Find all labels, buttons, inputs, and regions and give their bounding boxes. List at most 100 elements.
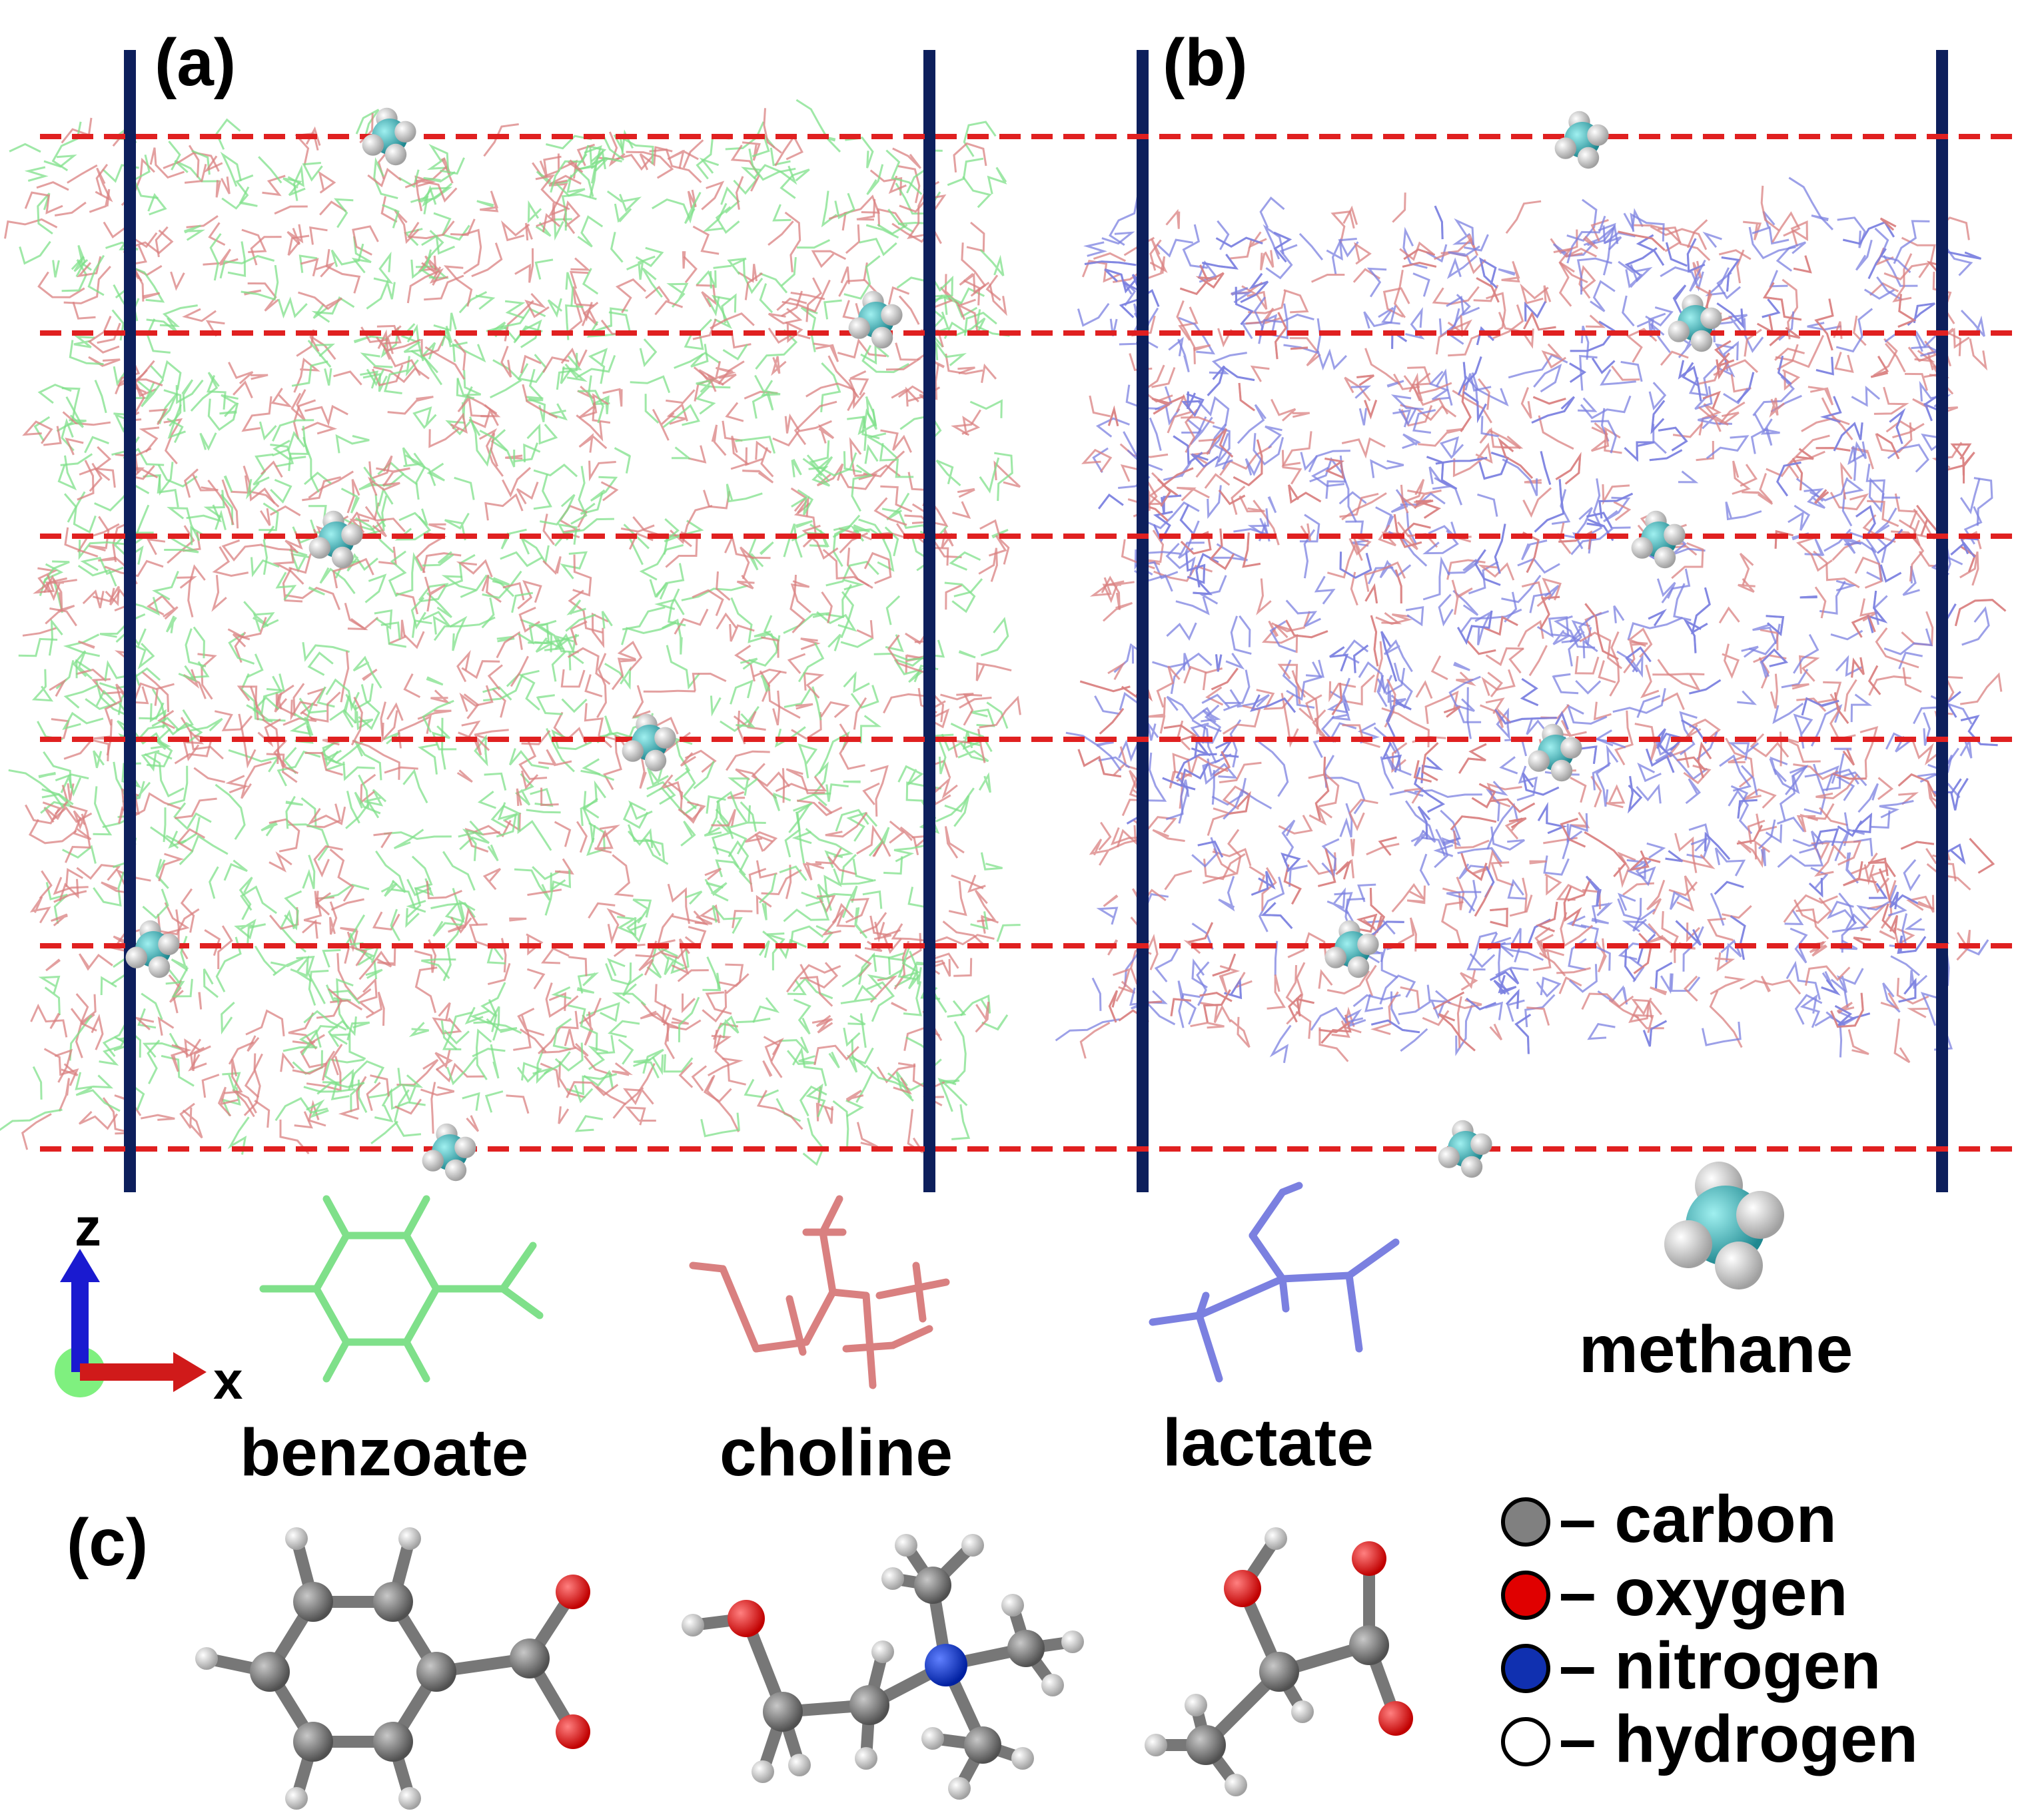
molecule-fragment (1781, 669, 1809, 689)
molecule-fragment (820, 701, 850, 719)
atom-legend: – carbon – oxygen – nitrogen – hydrogen (1501, 1482, 1918, 1776)
molecule-fragment (292, 519, 318, 544)
molecule-fragment (767, 220, 794, 246)
molecule-fragment (445, 418, 481, 436)
molecule-fragment (756, 860, 777, 879)
molecule-fragment (274, 205, 308, 215)
molecule-fragment (1625, 646, 1652, 673)
molecule-fragment (95, 167, 113, 202)
molecule-fragment (141, 992, 163, 1020)
molecule-fragment (519, 536, 550, 565)
molecule-fragment (1177, 486, 1210, 502)
molecule-fragment (1107, 405, 1119, 427)
molecule-fragment (1318, 1027, 1349, 1062)
molecule-fragment (1432, 477, 1453, 490)
molecule-fragment (692, 589, 724, 616)
molecule-fragment (843, 579, 865, 591)
molecule-fragment (626, 151, 674, 179)
molecule-fragment (901, 946, 921, 978)
molecule-fragment (36, 181, 69, 191)
molecule-fragment (1261, 867, 1277, 911)
molecule-fragment (1686, 238, 1706, 273)
molecule-fragment (1229, 791, 1251, 815)
molecule-fragment (456, 649, 471, 683)
molecule-fragment (813, 342, 839, 362)
molecule-fragment (1438, 1013, 1476, 1052)
molecule-fragment (1506, 988, 1520, 1009)
molecule-fragment (316, 1081, 365, 1095)
molecule-fragment (303, 1010, 347, 1031)
molecule-fragment (1602, 484, 1630, 506)
molecule-fragment (1314, 757, 1330, 821)
molecule-fragment (67, 164, 98, 184)
molecule-fragment (433, 312, 457, 332)
molecule-fragment (868, 827, 890, 857)
molecule-fragment (1402, 433, 1421, 450)
molecule-fragment (458, 831, 490, 851)
molecule-fragment (147, 1039, 161, 1084)
molecule-fragment (1531, 396, 1575, 424)
molecule-fragment (1535, 901, 1558, 932)
molecule-fragment (860, 1013, 867, 1048)
molecule-fragment (1628, 776, 1643, 814)
molecule-fragment (340, 488, 360, 514)
molecule-fragment (1776, 241, 1807, 272)
molecule-fragment (93, 750, 105, 769)
molecule-fragment (1211, 770, 1215, 805)
molecule-fragment (268, 818, 300, 853)
molecule-fragment (828, 1051, 840, 1068)
molecule-fragment (987, 167, 1007, 194)
molecule-fragment (1191, 453, 1219, 468)
molecule-fragment (330, 990, 361, 1004)
molecule-fragment (1353, 644, 1369, 673)
molecule-fragment (335, 434, 370, 454)
molecule-fragment (75, 1086, 121, 1112)
molecule-fragment (789, 574, 806, 633)
molecule-fragment (432, 920, 462, 937)
molecule-fragment (517, 354, 548, 383)
molecule-fragment (544, 869, 572, 916)
molecule-fragment (1775, 334, 1825, 368)
molecule-fragment (516, 482, 539, 505)
molecule-fragment (1656, 578, 1676, 599)
molecule-fragment (1498, 974, 1517, 995)
molecule-fragment (500, 528, 527, 549)
molecule-fragment (550, 175, 582, 185)
molecule-fragment (1598, 660, 1616, 683)
molecule-fragment (484, 1090, 504, 1113)
molecule-fragment (680, 821, 696, 847)
molecule-fragment (39, 870, 53, 899)
molecule-fragment (1492, 304, 1524, 340)
molecule-fragment (602, 133, 625, 161)
molecule-fragment (855, 1071, 873, 1103)
molecule-fragment (957, 488, 975, 498)
molecule-fragment (1348, 534, 1372, 556)
molecule-fragment (149, 147, 185, 179)
molecule-fragment (654, 598, 685, 615)
molecule-fragment (696, 284, 717, 308)
molecule-fragment (1455, 1004, 1474, 1056)
molecule-fragment (959, 272, 990, 294)
molecule-fragment (1213, 428, 1234, 458)
molecule-fragment (1539, 595, 1560, 630)
molecule-fragment (246, 478, 260, 500)
molecule-fragment (618, 1038, 634, 1065)
molecule-fragment (1880, 992, 1900, 1010)
molecule-fragment (1879, 217, 1897, 231)
molecule-fragment (1490, 798, 1536, 813)
molecule-fragment (719, 373, 737, 386)
molecule-fragment (1904, 372, 1928, 391)
molecule-fragment (783, 688, 811, 708)
molecule-fragment (1109, 318, 1118, 336)
molecule-fragment (247, 282, 279, 312)
molecule-fragment (1502, 458, 1538, 496)
molecule-fragment (386, 325, 402, 354)
legend-item-oxygen: – oxygen (1501, 1555, 1848, 1630)
molecule-fragment (1709, 990, 1743, 1048)
molecule-fragment (577, 972, 600, 994)
molecule-fragment (214, 710, 253, 731)
molecule-fragment (578, 390, 604, 424)
molecule-fragment (1608, 999, 1640, 1019)
molecule-fragment (1165, 406, 1181, 426)
molecule-fragment (1759, 473, 1773, 504)
